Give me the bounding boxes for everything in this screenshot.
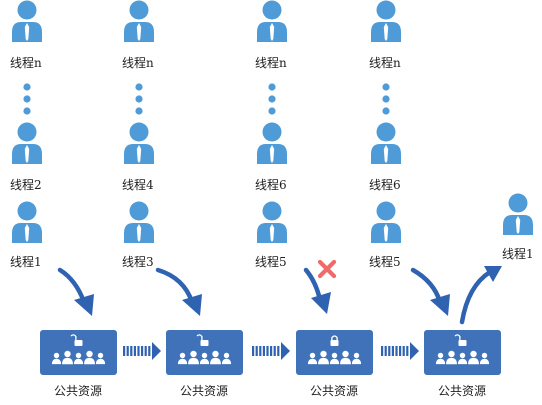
resource-label: 公共资源 xyxy=(438,384,487,398)
people-group-icon xyxy=(177,350,232,365)
lock-open-icon xyxy=(454,334,467,346)
people-group-icon xyxy=(51,350,106,365)
resource-label: 公共资源 xyxy=(180,384,229,398)
thread-label-bottom: 线程5 xyxy=(255,255,287,269)
entry-arrow xyxy=(155,267,202,316)
thread-label-mid: 线程2 xyxy=(10,178,42,192)
person-icon xyxy=(124,122,154,164)
entry-arrow xyxy=(57,267,94,316)
released-thread-label: 线程1 xyxy=(502,247,534,261)
thread-label-top: 线程n xyxy=(255,56,287,70)
shared-resource-box xyxy=(166,330,243,375)
person-icon xyxy=(257,201,287,243)
person-icon xyxy=(371,0,401,42)
person-icon xyxy=(257,122,287,164)
person-icon xyxy=(124,201,154,243)
lock-closed-icon xyxy=(330,335,339,346)
shared-resource-box xyxy=(424,330,501,375)
flow-arrow xyxy=(252,342,290,360)
thread-label-mid: 线程4 xyxy=(122,178,154,192)
thread-label-top: 线程n xyxy=(122,56,154,70)
people-group-icon xyxy=(307,350,362,365)
thread-label-bottom: 线程1 xyxy=(10,255,42,269)
person-icon xyxy=(12,201,42,243)
shared-resource-box xyxy=(40,330,117,375)
lock-open-icon xyxy=(196,334,209,346)
person-icon xyxy=(257,0,287,42)
person-icon xyxy=(503,193,533,235)
person-icon xyxy=(12,0,42,42)
exit-arrow xyxy=(459,266,502,325)
person-icon xyxy=(371,122,401,164)
thread-label-top: 线程n xyxy=(10,56,42,70)
resource-label: 公共资源 xyxy=(54,384,103,398)
thread-label-mid: 线程6 xyxy=(369,178,401,192)
cross-icon xyxy=(317,259,337,279)
person-icon xyxy=(371,201,401,243)
ellipsis-dots xyxy=(23,83,31,115)
ellipsis-dots xyxy=(382,83,390,115)
person-icon xyxy=(12,122,42,164)
flow-arrow xyxy=(123,342,161,360)
person-icon xyxy=(124,0,154,42)
ellipsis-dots xyxy=(135,83,143,115)
thread-label-mid: 线程6 xyxy=(255,178,287,192)
blocked-entry-arrow xyxy=(303,267,331,314)
ellipsis-dots xyxy=(268,83,276,115)
thread-label-bottom: 线程3 xyxy=(122,255,154,269)
shared-resource-box xyxy=(296,330,373,375)
thread-label-top: 线程n xyxy=(369,56,401,70)
resource-label: 公共资源 xyxy=(310,384,359,398)
thread-label-bottom: 线程5 xyxy=(369,255,401,269)
lock-open-icon xyxy=(70,334,83,346)
flow-arrow xyxy=(381,342,419,360)
entry-arrow xyxy=(410,267,450,316)
people-group-icon xyxy=(435,350,490,365)
